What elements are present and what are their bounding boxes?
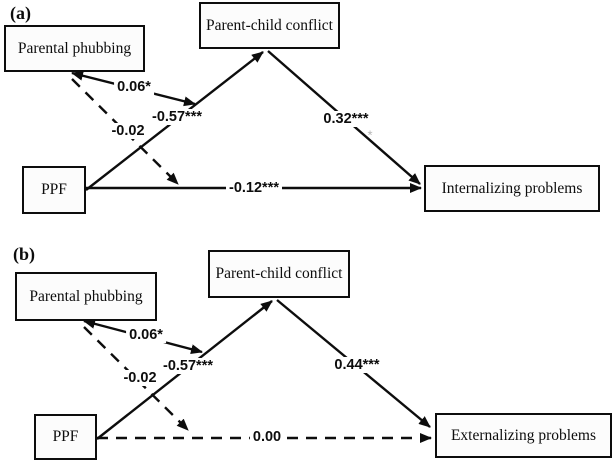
box-parent-child-conflict-b-text: Parent-child conflict	[215, 265, 343, 283]
coef-ppf-to-externalizing: 0.00	[249, 429, 285, 445]
box-ppf-b: PPF	[34, 414, 97, 460]
arrow-phubbing-to-direct-path-a	[71, 78, 179, 185]
coef-conflict-to-internalizing: 0.32***	[320, 111, 372, 127]
box-externalizing-problems: Externalizing problems	[435, 413, 612, 458]
coef-phubbing-mediation-b: 0.06*	[126, 327, 166, 343]
box-externalizing-problems-text: Externalizing problems	[450, 426, 597, 444]
coef-phubbing-direct-a: -0.02	[108, 123, 148, 139]
coef-ppf-to-conflict-a: -0.57***	[149, 109, 205, 125]
box-ppf-a: PPF	[22, 166, 86, 214]
coef-conflict-to-externalizing: 0.44***	[331, 357, 383, 373]
faint-asterisk-mark: *	[367, 127, 373, 143]
box-ppf-a-text: PPF	[41, 181, 67, 199]
panel-a-label: (a)	[10, 3, 31, 23]
box-parent-child-conflict-b: Parent-child conflict	[208, 250, 350, 298]
box-parental-phubbing-a-text: Parental phubbing	[17, 39, 132, 57]
box-parent-child-conflict-a-text: Parent-child conflict	[206, 16, 333, 34]
coef-ppf-to-internalizing: -0.12***	[226, 180, 282, 196]
box-parent-child-conflict-a: Parent-child conflict	[199, 2, 340, 49]
coef-phubbing-mediation-a: 0.06*	[114, 79, 154, 95]
arrow-phubbing-to-direct-path-b	[83, 326, 189, 431]
box-parental-phubbing-a: Parental phubbing	[4, 25, 145, 72]
coef-ppf-to-conflict-b: -0.57***	[160, 358, 216, 374]
box-parental-phubbing-b-text: Parental phubbing	[29, 287, 143, 305]
panel-b-label: (b)	[13, 244, 35, 264]
box-ppf-b-text: PPF	[52, 428, 79, 446]
coef-phubbing-direct-b: -0.02	[120, 370, 160, 386]
box-internalizing-problems: Internalizing problems	[424, 165, 600, 212]
box-internalizing-problems-text: Internalizing problems	[441, 179, 583, 197]
box-parental-phubbing-b: Parental phubbing	[15, 272, 157, 321]
